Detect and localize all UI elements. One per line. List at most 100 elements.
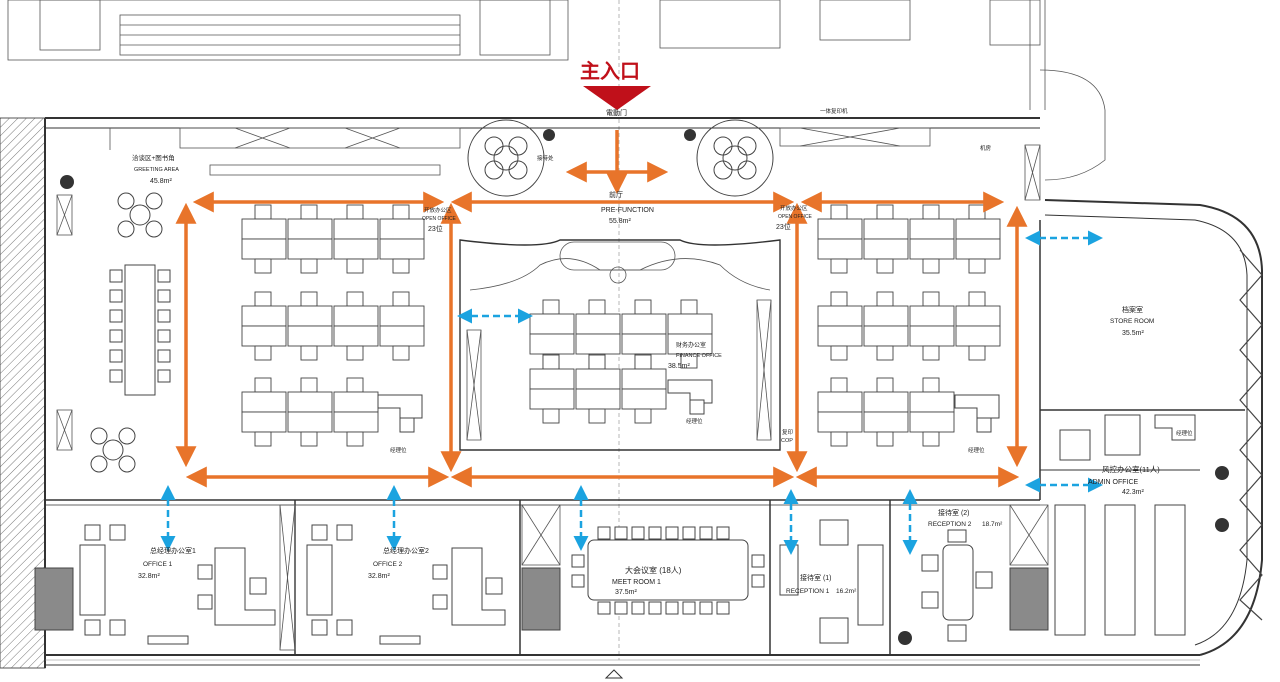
workstation-part: [287, 325, 333, 347]
workstation-part: [830, 377, 848, 393]
office2-en: OFFICE 2: [373, 561, 403, 568]
workstation-part: [830, 345, 848, 361]
workstation-part: [287, 218, 333, 240]
workstation-part: [254, 204, 272, 220]
workstation-part: [333, 218, 379, 240]
prefunction-area: 55.8m²: [609, 218, 631, 225]
plant-icons: [60, 129, 1229, 645]
office1-en: OFFICE 1: [143, 561, 173, 568]
greeting-area: 45.8m²: [150, 178, 172, 185]
workstation-part: [876, 258, 894, 274]
workstation-part: [817, 238, 863, 260]
workstation-part: [876, 345, 894, 361]
workstation-part: [909, 305, 955, 327]
admin-cn: 风控办公室(11人): [1102, 464, 1160, 474]
store-cn: 档案室: [1122, 305, 1143, 314]
workstation-part: [955, 325, 1001, 347]
workstation-part: [379, 218, 425, 240]
building-walls: [0, 117, 1263, 669]
workstation-part: [876, 204, 894, 220]
workstation-part: [287, 391, 333, 413]
workstation-part: [392, 345, 410, 361]
meet1-cn: 大会议室 (18人): [625, 565, 682, 575]
workstation-part: [922, 258, 940, 274]
workstation-part: [575, 388, 621, 410]
workstation-part: [968, 345, 986, 361]
workstation-part: [621, 368, 667, 390]
copy-en-label: COP: [781, 438, 793, 444]
workstation-part: [346, 291, 364, 307]
workstation-part: [346, 377, 364, 393]
admin-area: 42.3m²: [1122, 489, 1144, 496]
workstation-part: [863, 238, 909, 260]
office1-area: 32.8m²: [138, 573, 160, 580]
open-right-cn: 开放办公区: [780, 204, 808, 212]
manager-desk-label-left: 经理位: [390, 446, 407, 454]
workstation-part: [909, 218, 955, 240]
reception2-en: RECEPTION 2: [928, 521, 972, 528]
workstation-part: [909, 411, 955, 433]
server-room-label: 机房: [980, 144, 992, 152]
workstation-part: [968, 204, 986, 220]
workstation-part: [529, 388, 575, 410]
workstation-part: [817, 391, 863, 413]
integrated-machine-label: 一体复印机: [820, 107, 848, 115]
workstation-part: [680, 299, 698, 315]
workstation-part: [542, 408, 560, 424]
workstation-part: [333, 391, 379, 413]
workstation-part: [287, 411, 333, 433]
copy-label: 复印: [782, 428, 794, 436]
workstation-part: [241, 238, 287, 260]
manager-desks: [377, 379, 1196, 441]
workstation-part: [667, 313, 713, 335]
workstation-part: [575, 368, 621, 390]
workstation-part: [529, 333, 575, 355]
office-furniture: [79, 414, 1186, 645]
workstation-part: [529, 313, 575, 335]
workstation-part: [588, 354, 606, 370]
workstation-part: [392, 258, 410, 274]
workstation-part: [333, 305, 379, 327]
workstation-part: [254, 258, 272, 274]
workstation-part: [333, 411, 379, 433]
workstation-part: [876, 291, 894, 307]
access-arrows-blue: [160, 230, 1103, 555]
workstation-part: [346, 345, 364, 361]
workstation-part: [922, 431, 940, 447]
workstation-part: [817, 305, 863, 327]
workstation-part: [300, 431, 318, 447]
workstation-part: [379, 325, 425, 347]
workstation-part: [621, 313, 667, 335]
workstation-part: [955, 238, 1001, 260]
workstation-part: [922, 204, 940, 220]
main-entrance-label: 主入口: [580, 59, 640, 83]
workstation-part: [241, 218, 287, 240]
workstation-part: [241, 391, 287, 413]
entrance-door-label: 電動门: [606, 108, 627, 117]
prefunction-en: PRE-FUNCTION: [601, 207, 654, 214]
exterior-top: [7, 0, 1106, 181]
office2-cn: 总经理办公室2: [383, 546, 429, 555]
workstation-part: [287, 305, 333, 327]
workstation-part: [863, 391, 909, 413]
workstation-part: [254, 431, 272, 447]
room-labels: 洽谈区+图书角 GREETING AREA 45.8m² 前厅 PRE-FUNC…: [132, 107, 1193, 596]
workstation-part: [300, 345, 318, 361]
workstation-part: [241, 305, 287, 327]
workstation-part: [333, 325, 379, 347]
finance-cn: 财务办公室: [676, 341, 706, 349]
workstation-part: [254, 377, 272, 393]
workstation-part: [300, 204, 318, 220]
workstation-part: [817, 411, 863, 433]
workstation-part: [588, 299, 606, 315]
reception1-area: 16.2m²: [836, 588, 857, 595]
workstation-part: [333, 238, 379, 260]
workstation-part: [254, 291, 272, 307]
open-office-left-desks: [241, 204, 425, 447]
reception2-cn: 接待室 (2): [938, 508, 970, 517]
workstation-part: [241, 411, 287, 433]
workstation-part: [955, 305, 1001, 327]
workstation-part: [634, 354, 652, 370]
workstation-part: [968, 258, 986, 274]
workstation-part: [876, 377, 894, 393]
